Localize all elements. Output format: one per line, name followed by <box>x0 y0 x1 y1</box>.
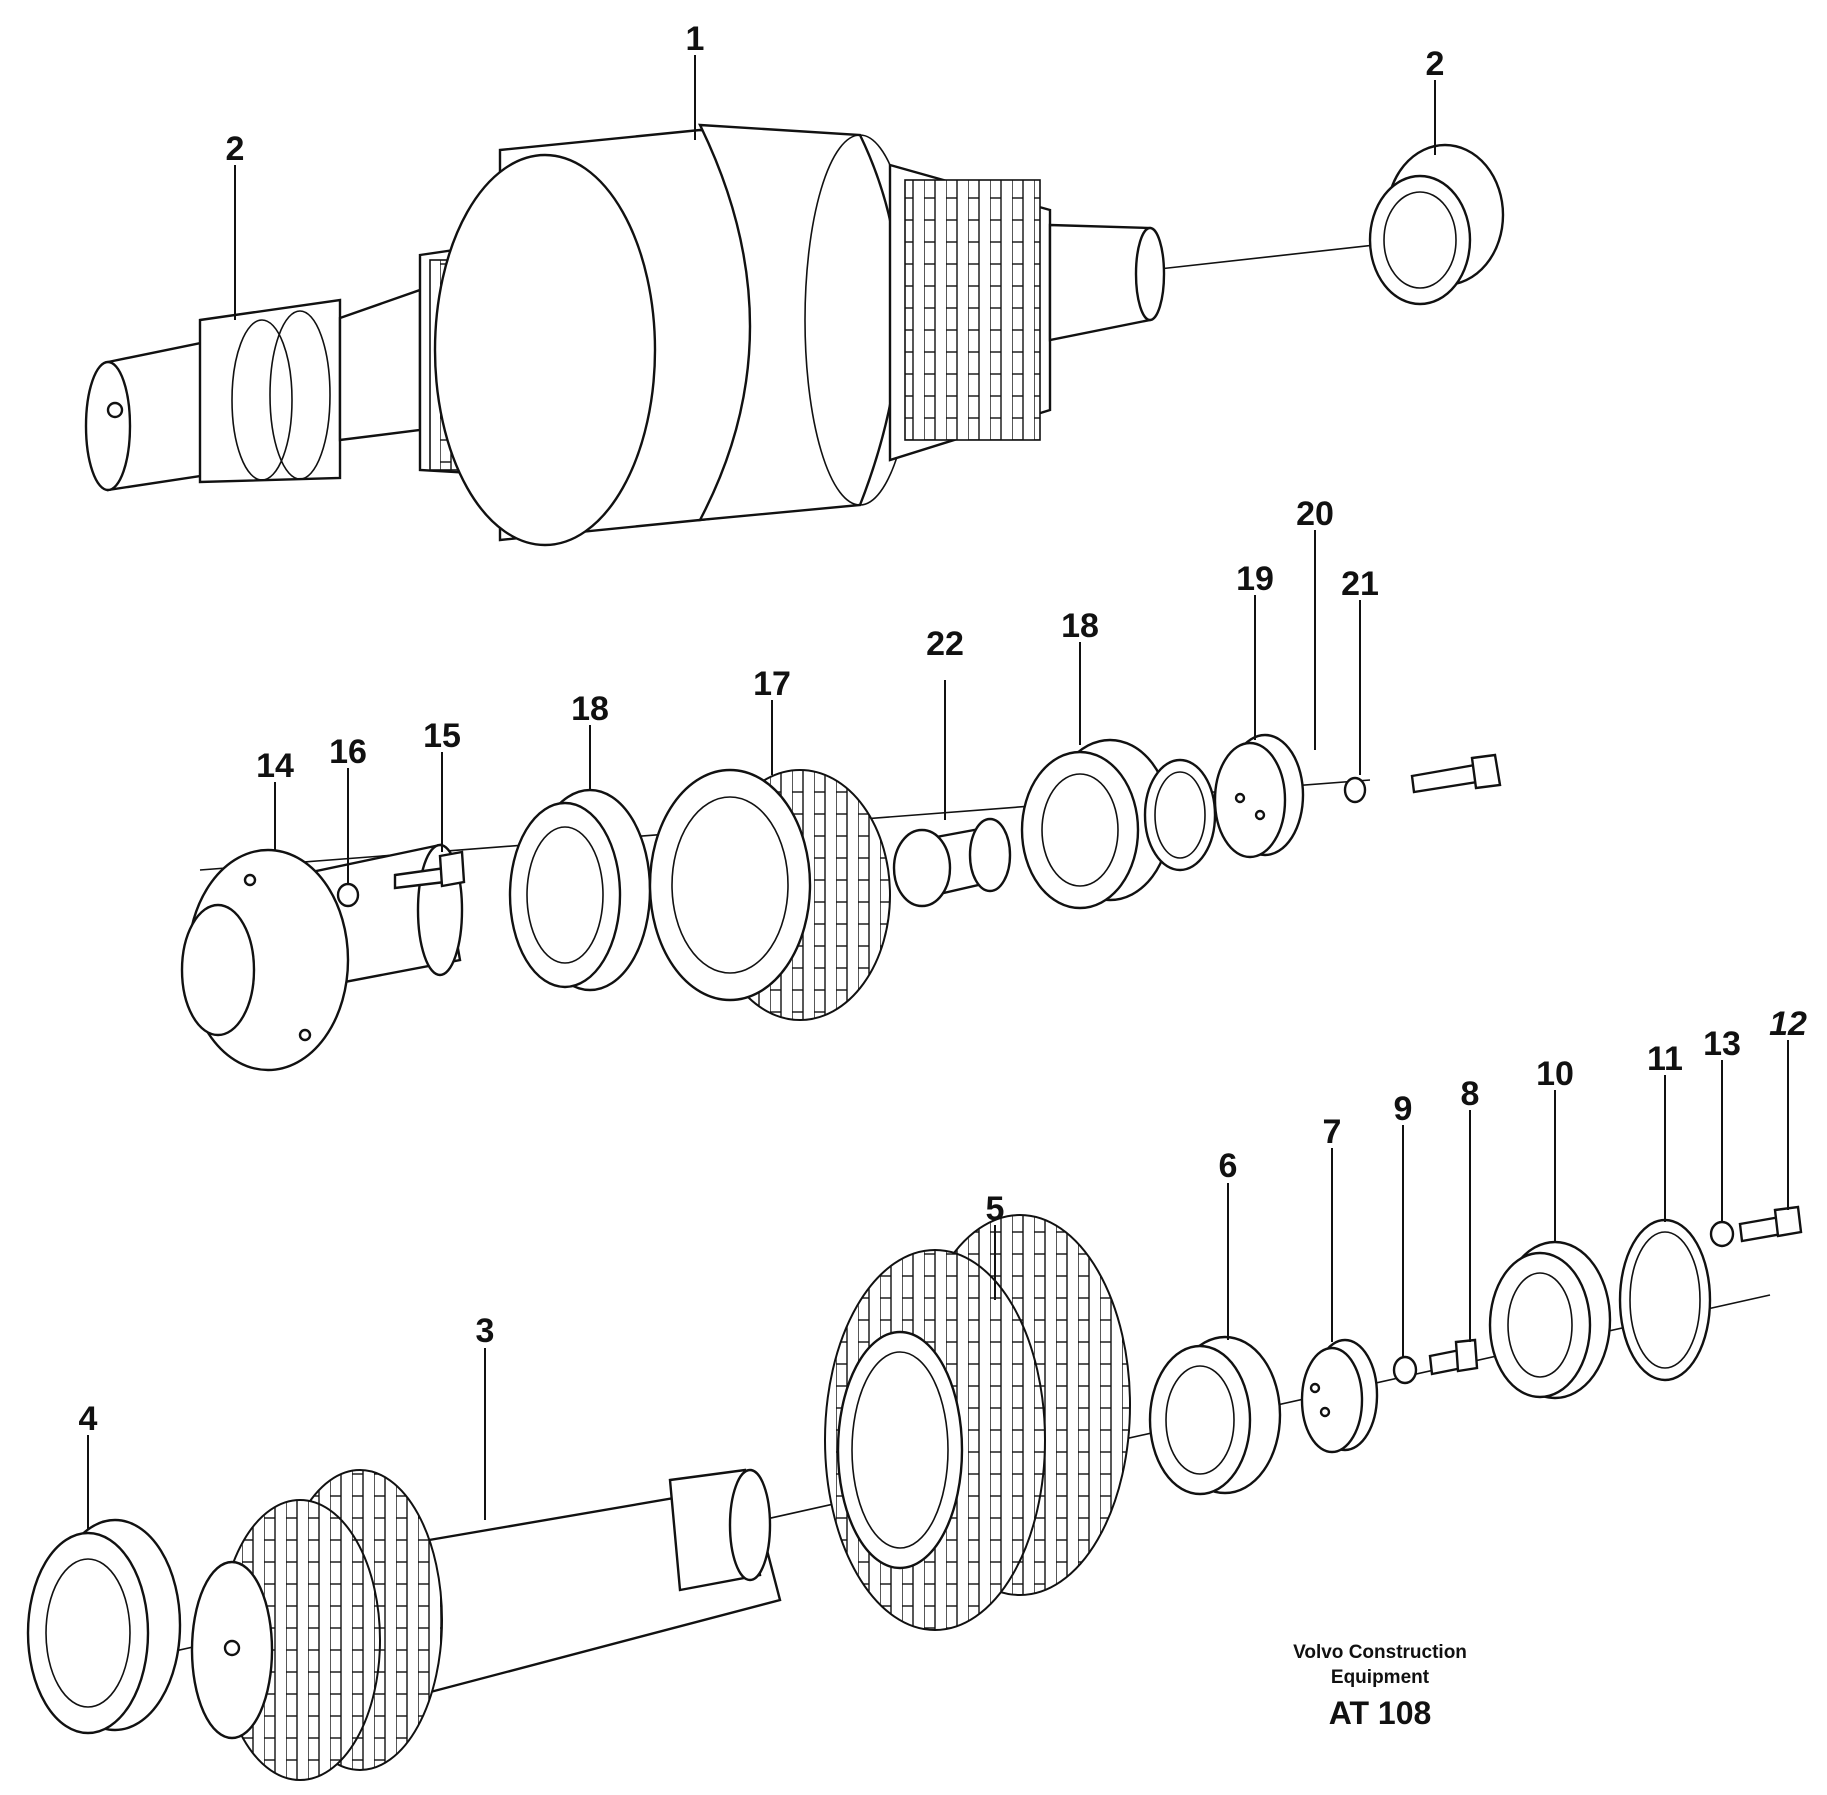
part-label-12: 12 <box>1769 1005 1807 1043</box>
bottom-row-parts <box>26 1205 1803 1781</box>
part-label-15: 15 <box>423 717 461 755</box>
part-19-cap <box>1213 733 1305 859</box>
part-4-bearing <box>26 1518 182 1735</box>
part-label-2-left: 2 <box>226 130 245 168</box>
part-18-bearing-left <box>508 788 652 992</box>
part-label-13: 13 <box>1703 1025 1741 1063</box>
diagram-code: AT 108 <box>1328 1695 1432 1731</box>
part-20-bolt <box>1410 753 1502 794</box>
brand-line-2: Equipment <box>1330 1667 1430 1688</box>
part-label-19: 19 <box>1236 560 1274 598</box>
part-7-cap <box>1300 1338 1379 1454</box>
part-label-11: 11 <box>1647 1040 1683 1078</box>
part-label-6: 6 <box>1219 1147 1238 1185</box>
part-17-gear <box>648 768 891 1021</box>
part-2-bearing-right <box>1368 143 1505 306</box>
part-label-16: 16 <box>329 733 367 771</box>
part-label-5: 5 <box>986 1190 1005 1228</box>
part-9-washer <box>1392 1355 1418 1385</box>
part-6-bearing <box>1148 1335 1282 1496</box>
part-label-2-right: 2 <box>1426 45 1445 83</box>
part-18-bearing-right <box>1020 738 1172 910</box>
part-number-labels: 1 2 2 3 4 5 6 7 8 9 10 11 12 13 14 15 16… <box>79 20 1807 1438</box>
part-21-washer <box>1343 776 1367 804</box>
leader-lines <box>87 55 1789 1530</box>
part-label-7: 7 <box>1323 1113 1342 1151</box>
part-label-20: 20 <box>1296 495 1334 533</box>
part-12-bolt <box>1738 1205 1803 1243</box>
part-label-3: 3 <box>476 1312 495 1350</box>
part-label-10: 10 <box>1536 1055 1574 1093</box>
part-22-sleeve <box>892 817 1012 908</box>
part-label-22: 22 <box>926 625 964 663</box>
part-label-8: 8 <box>1461 1075 1480 1113</box>
part-label-1: 1 <box>686 20 705 58</box>
part-label-14: 14 <box>256 747 294 785</box>
part-16-washer <box>336 882 360 908</box>
part-11-ring <box>1618 1218 1712 1382</box>
part-label-18-left: 18 <box>571 690 609 728</box>
part-label-9: 9 <box>1394 1090 1413 1128</box>
part-15-bolt <box>393 850 466 890</box>
part-5-double-gear <box>824 1214 1131 1631</box>
part-8-bolt <box>1428 1338 1479 1376</box>
part-3-shaft <box>190 1468 782 1781</box>
middle-row-parts <box>180 733 1502 1072</box>
part-1-drum-assembly <box>84 123 1421 547</box>
part-seal-ring <box>1143 758 1217 872</box>
part-10-seal <box>1488 1240 1612 1400</box>
part-label-4: 4 <box>79 1400 98 1438</box>
part-label-17: 17 <box>753 665 791 703</box>
part-label-18-right: 18 <box>1061 607 1099 645</box>
part-label-21: 21 <box>1341 565 1379 603</box>
brand-line-1: Volvo Construction <box>1293 1642 1467 1663</box>
part-13-washer <box>1709 1220 1735 1248</box>
